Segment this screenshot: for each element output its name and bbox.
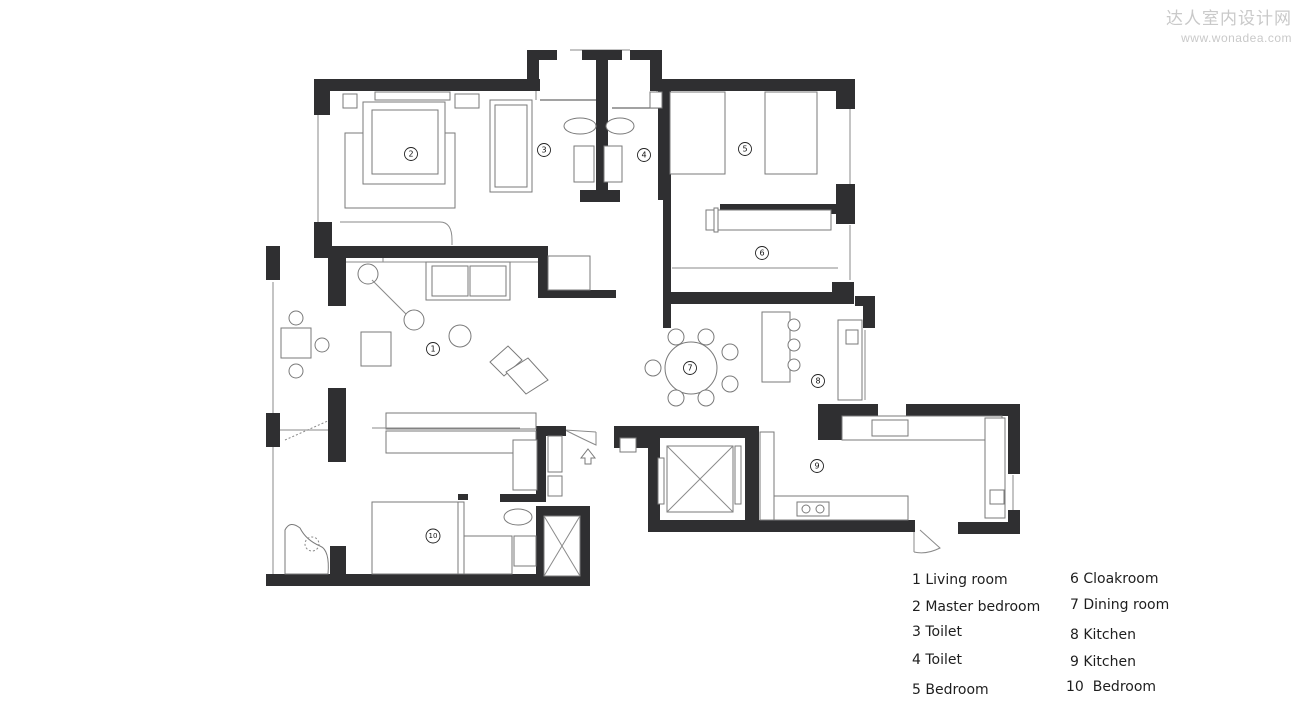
legend-item-bedroom-10: 10 Bedroom bbox=[1066, 679, 1157, 695]
legend-item-toilet-3: 3 Toilet bbox=[912, 624, 962, 640]
legend-item-dining-room: 7 Dining room bbox=[1070, 597, 1170, 613]
room-marker-10: 10 bbox=[425, 528, 441, 544]
room-marker-7: 7 bbox=[683, 361, 697, 375]
bed-5-left bbox=[669, 91, 726, 175]
svg-text:7: 7 bbox=[687, 364, 692, 373]
svg-text:9: 9 bbox=[814, 462, 819, 471]
legend-item-living-room: 1 Living room bbox=[912, 572, 1008, 588]
svg-text:8: 8 bbox=[815, 377, 820, 386]
svg-text:2: 2 bbox=[408, 150, 413, 159]
svg-text:3: 3 bbox=[541, 146, 546, 155]
watermark-url: www.wonadea.com bbox=[1181, 31, 1292, 45]
bed-5-right bbox=[764, 91, 818, 175]
legend-item-bedroom-5: 5 Bedroom bbox=[912, 682, 989, 698]
room-marker-8: 8 bbox=[811, 374, 825, 388]
armchair-1 bbox=[489, 345, 523, 377]
walls bbox=[266, 50, 1020, 586]
nightstand-right bbox=[454, 93, 480, 109]
svg-text:10: 10 bbox=[429, 532, 438, 540]
furniture bbox=[280, 91, 1006, 577]
room-marker-6: 6 bbox=[755, 246, 769, 260]
room-marker-4: 4 bbox=[637, 148, 651, 162]
bed-10 bbox=[371, 501, 459, 575]
side-table bbox=[280, 327, 312, 359]
watermark-title: 达人室内设计网 bbox=[1166, 9, 1292, 29]
legend-item-kitchen-9: 9 Kitchen bbox=[1070, 654, 1136, 670]
coffee-table bbox=[360, 331, 392, 367]
svg-text:6: 6 bbox=[759, 249, 764, 258]
floor-lamp bbox=[357, 263, 379, 285]
room-marker-9: 9 bbox=[810, 459, 824, 473]
room-marker-5: 5 bbox=[738, 142, 752, 156]
up-arrow-icon bbox=[579, 448, 597, 465]
thin-outlines bbox=[272, 49, 1014, 580]
room-markers: 1 2 3 4 5 6 7 8 9 10 bbox=[404, 142, 825, 544]
legend-item-cloakroom: 6 Cloakroom bbox=[1070, 571, 1159, 587]
room-marker-1: 1 bbox=[426, 342, 440, 356]
legend-item-toilet-4: 4 Toilet bbox=[912, 652, 962, 668]
svg-text:4: 4 bbox=[641, 151, 646, 160]
island bbox=[761, 311, 791, 383]
svg-text:5: 5 bbox=[742, 145, 747, 154]
legend-item-master-bedroom: 2 Master bedroom bbox=[912, 599, 1041, 615]
armchair-2 bbox=[505, 357, 549, 395]
watermark: 达人室内设计网 www.wonadea.com bbox=[1166, 4, 1292, 45]
room-marker-3: 3 bbox=[537, 143, 551, 157]
room-marker-2: 2 bbox=[404, 147, 418, 161]
legend-item-kitchen-8: 8 Kitchen bbox=[1070, 627, 1136, 643]
nightstand-left bbox=[342, 93, 358, 109]
console bbox=[385, 412, 537, 430]
svg-text:1: 1 bbox=[430, 345, 435, 354]
